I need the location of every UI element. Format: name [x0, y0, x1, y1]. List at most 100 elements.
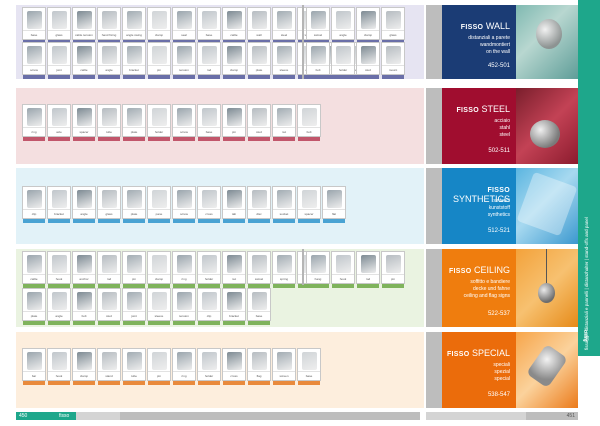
product-code-strip: [248, 381, 270, 385]
product-code-strip: [298, 137, 320, 141]
product-caption: stand: [98, 371, 120, 380]
product-tile: holder: [147, 104, 171, 141]
product-tile: pin: [381, 251, 405, 288]
product-image: [77, 11, 92, 29]
product-tile: bracket: [122, 42, 146, 79]
product-image: [386, 11, 401, 29]
product-code-strip: [73, 137, 95, 141]
product-code-strip: [198, 75, 220, 79]
product-caption: holder: [198, 274, 220, 283]
ceiling-divider: [302, 249, 304, 285]
product-image: [27, 190, 42, 208]
product-tile: sleeve: [272, 42, 296, 79]
product-caption: anchor: [73, 274, 95, 283]
product-image: [202, 255, 217, 273]
product-image: [336, 255, 351, 273]
product-image: [127, 11, 142, 29]
synthetics-pages: 512-521: [487, 228, 510, 234]
product-image: [27, 292, 42, 310]
product-caption: hook: [48, 371, 70, 380]
product-code-strip: [148, 321, 170, 325]
product-image: [252, 292, 267, 310]
product-code-strip: [273, 219, 295, 223]
product-tile: cable tension: [72, 7, 96, 44]
product-tile: anchor: [72, 251, 96, 288]
product-image: [302, 190, 317, 208]
product-image: [27, 352, 42, 370]
product-caption: wall: [248, 30, 270, 39]
product-caption: pin: [223, 127, 245, 136]
product-image: [227, 46, 242, 64]
product-tile: nut: [222, 251, 246, 288]
product-caption: tension: [173, 311, 195, 320]
product-tile: cable: [222, 7, 246, 44]
product-image: [311, 46, 326, 64]
wall-title: FISSO WALL: [460, 21, 510, 31]
product-tile: base: [197, 104, 221, 141]
product-tile: base: [297, 348, 321, 385]
product-image: [311, 255, 326, 273]
product-tile: stand: [97, 348, 121, 385]
product-tile: mount: [381, 42, 405, 79]
product-tile: angle: [72, 186, 96, 223]
product-tile: hook: [47, 251, 71, 288]
product-caption: base: [198, 30, 220, 39]
product-code-strip: [148, 381, 170, 385]
product-caption: clamp: [223, 65, 245, 74]
product-caption: pin: [382, 274, 404, 283]
product-image: [52, 190, 67, 208]
product-image: [386, 255, 401, 273]
product-code-strip: [223, 321, 245, 325]
product-tile: sleeve: [147, 288, 171, 325]
product-code-strip: [223, 219, 245, 223]
product-image: [27, 108, 42, 126]
product-caption: pin: [148, 371, 170, 380]
product-caption: clamp: [357, 30, 379, 39]
product-tile: tension: [172, 42, 196, 79]
product-image: [77, 352, 92, 370]
product-image: [177, 352, 192, 370]
product-tile: rod: [197, 42, 221, 79]
product-tile: cable: [72, 42, 96, 79]
product-caption: hook: [48, 274, 70, 283]
product-tile: glass: [47, 7, 71, 44]
product-tile: pin: [147, 348, 171, 385]
synthetics-title: FISSO SYNTHETICS: [452, 187, 510, 204]
product-tile: hook: [47, 348, 71, 385]
product-tile: pin: [222, 104, 246, 141]
product-image: [252, 11, 267, 29]
product-image: [102, 190, 117, 208]
product-image: [327, 190, 342, 208]
product-tile: screw: [172, 186, 196, 223]
product-image: [202, 11, 217, 29]
product-caption: nut: [273, 127, 295, 136]
product-caption: glass: [382, 30, 404, 39]
product-image: [202, 292, 217, 310]
product-image: [102, 11, 117, 29]
product-caption: spacer: [298, 209, 320, 218]
product-image: [27, 255, 42, 273]
product-image: [27, 11, 42, 29]
product-tile: cross: [222, 348, 246, 385]
product-code-strip: [148, 137, 170, 141]
product-caption: pin: [123, 274, 145, 283]
product-image: [252, 352, 267, 370]
product-caption: cross: [198, 209, 220, 218]
product-code-strip: [123, 321, 145, 325]
product-code-strip: [148, 284, 170, 288]
ceiling-title: FISSO CEILING: [448, 265, 510, 275]
product-image: [302, 108, 317, 126]
product-tile: joint: [122, 288, 146, 325]
product-image: [227, 190, 242, 208]
product-image: [177, 292, 192, 310]
product-caption: base: [298, 371, 320, 380]
ceiling-pages: 522-537: [487, 311, 510, 317]
product-tile: spacer: [72, 104, 96, 141]
